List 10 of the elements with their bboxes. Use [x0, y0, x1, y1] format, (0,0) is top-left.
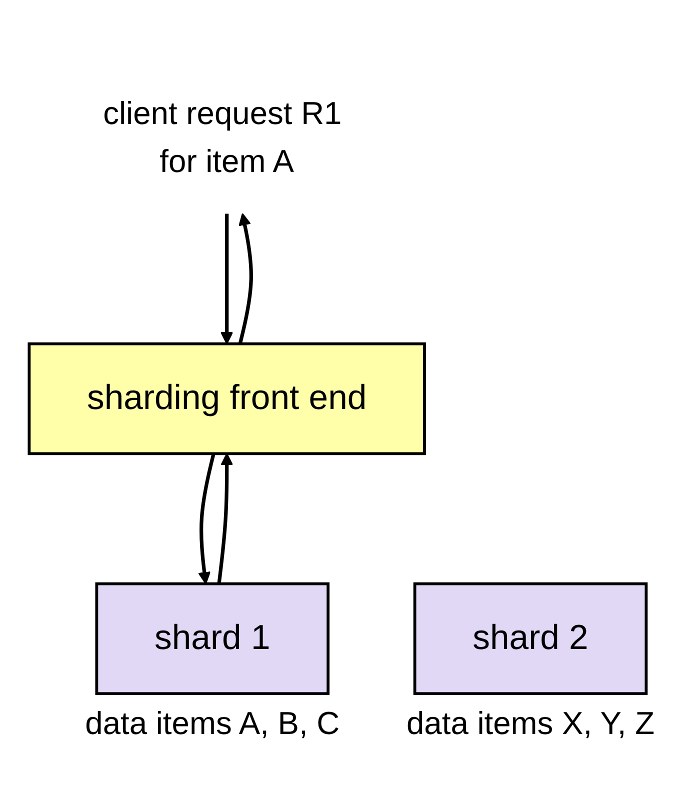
node-box: shard 2 [413, 582, 648, 696]
arrow [198, 453, 216, 584]
caption-text: data items X, Y, Z [406, 705, 655, 742]
arrow [220, 214, 234, 344]
caption-text: data items A, B, C [85, 705, 340, 742]
node-box: sharding front end [28, 342, 426, 456]
node-box: shard 1 [95, 582, 330, 696]
arrow [238, 213, 253, 344]
arrow [217, 453, 234, 584]
node-text: client request R1 for item A [103, 95, 342, 180]
